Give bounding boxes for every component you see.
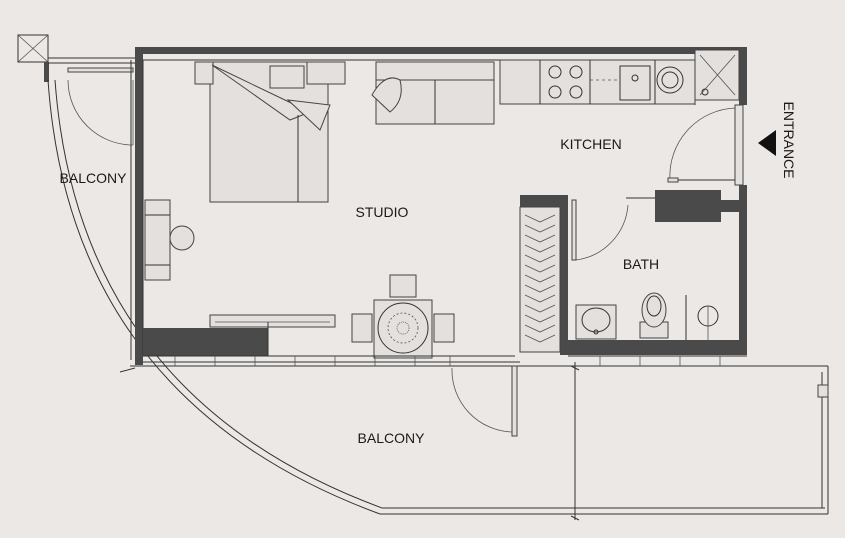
bath-fixtures [575, 292, 719, 340]
wardrobe [519, 206, 561, 353]
label-kitchen: KITCHEN [560, 136, 621, 152]
bath-walls [520, 190, 747, 355]
bottom-balcony-outline [380, 362, 829, 521]
label-balcony-bottom: BALCONY [358, 430, 426, 446]
studio-walls [135, 47, 747, 365]
label-studio: STUDIO [356, 204, 409, 220]
sofa [371, 61, 495, 125]
glazing-bottom [130, 355, 828, 367]
bath-door[interactable] [571, 197, 655, 261]
balcony-door-left[interactable] [48, 57, 135, 146]
label-entrance: ENTRANCE [781, 101, 797, 178]
kitchen-counter [499, 59, 696, 105]
tv-console [143, 314, 336, 356]
entrance-arrow-icon [758, 130, 776, 156]
armchair [144, 199, 195, 281]
balcony-door-bottom[interactable] [451, 365, 518, 437]
label-bath: BATH [623, 256, 659, 272]
label-balcony-left: BALCONY [60, 170, 128, 186]
dining-set [351, 274, 455, 359]
entrance-door[interactable] [667, 104, 744, 186]
corner-column [17, 34, 49, 82]
bed [194, 61, 346, 203]
